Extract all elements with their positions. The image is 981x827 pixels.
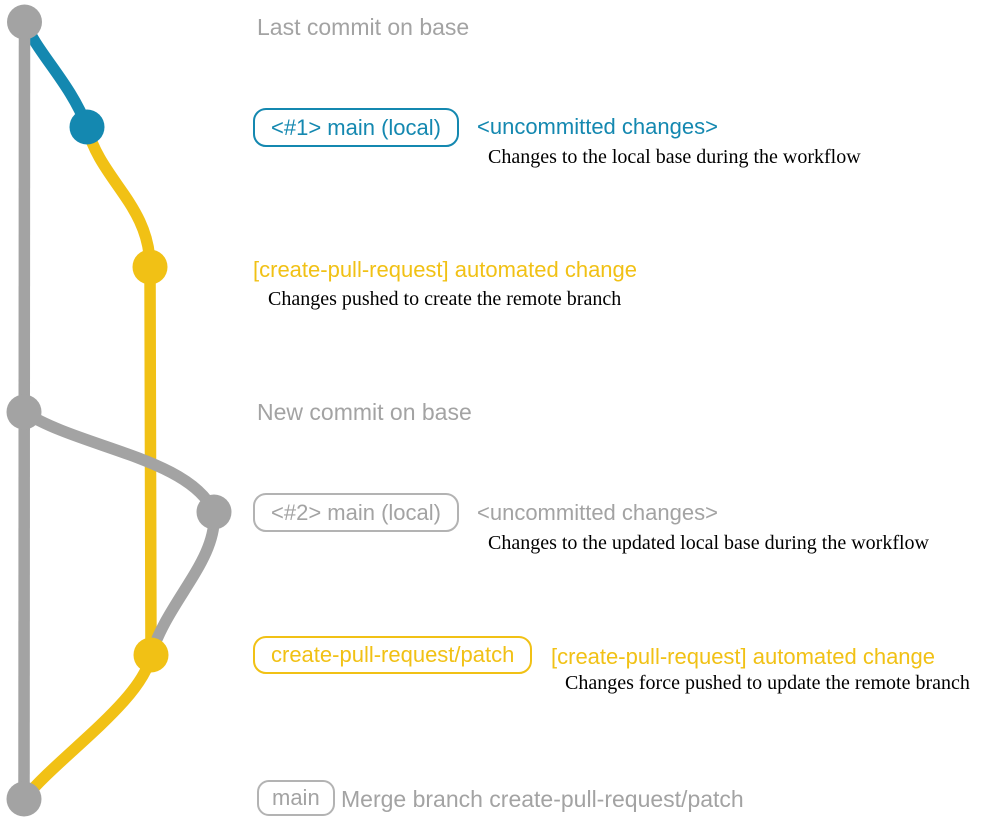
new-commit-on-base-label: New commit on base [257, 399, 472, 425]
commit-node-cpr-updated [133, 637, 169, 673]
uncommitted-changes-1-label: <uncommitted changes> [477, 114, 718, 139]
branch-badge-cpr-patch: create-pull-request/patch [253, 636, 533, 674]
commit-node-new-base [6, 394, 42, 430]
commit-node-cpr-created [132, 249, 168, 285]
commit-node-last-base [7, 4, 42, 40]
uncommitted-changes-2-label: <uncommitted changes> [477, 500, 718, 525]
git-graph [6, 4, 232, 817]
create-pull-request-branch-path [18, 121, 157, 805]
uncommitted-changes-2-desc: Changes to the updated local base during… [488, 532, 929, 554]
automated-change-1-label: [create-pull-request] automated change [253, 257, 638, 282]
automated-change-2-label: [create-pull-request] automated change [551, 644, 936, 669]
branch-badge-main-local-2: <#2> main (local) [253, 493, 459, 532]
commit-node-updated-local [196, 494, 232, 530]
branch-badge-main-label: main [272, 785, 320, 810]
local-main-branch-curve [19, 16, 93, 133]
commit-node-merge [6, 781, 42, 817]
branch-badge-cpr-patch-label: create-pull-request/patch [271, 642, 515, 667]
branch-badge-main: main [257, 780, 335, 816]
uncommitted-changes-1-desc: Changes to the local base during the wor… [488, 146, 861, 168]
branch-badge-main-local-1-label: <#1> main (local) [271, 114, 441, 140]
branch-badge-main-local-2-label: <#2> main (local) [271, 499, 441, 525]
last-commit-on-base-label: Last commit on base [257, 14, 470, 40]
commit-node-local-main [69, 109, 105, 145]
merge-branch-label: Merge branch create-pull-request/patch [341, 786, 744, 812]
branch-badge-main-local-1: <#1> main (local) [253, 108, 459, 147]
automated-change-2-desc: Changes force pushed to update the remot… [565, 672, 970, 694]
automated-change-1-desc: Changes pushed to create the remote bran… [268, 288, 622, 310]
updated-base-branch-curve [18, 406, 220, 661]
